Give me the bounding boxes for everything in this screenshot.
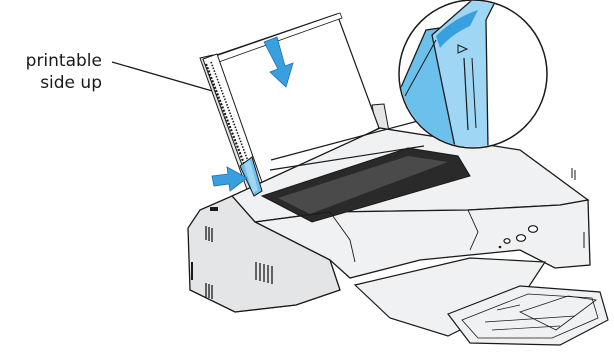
- output-tray: [355, 258, 608, 345]
